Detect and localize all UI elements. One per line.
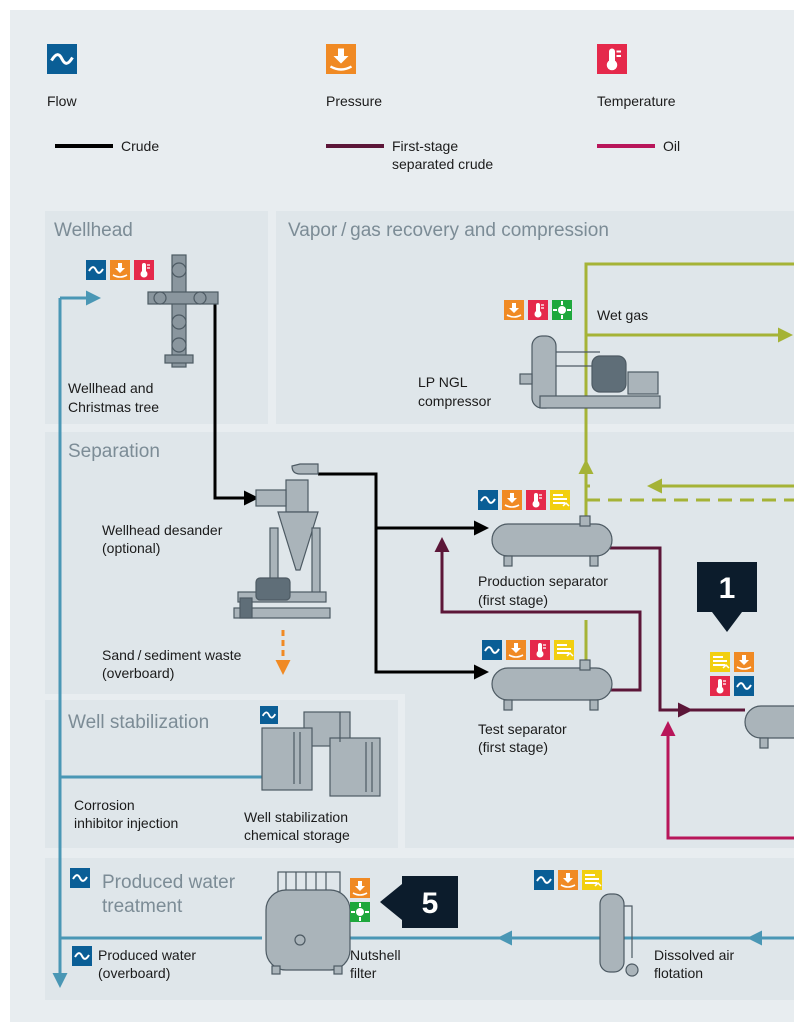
section-title-well-stabilization: Well stabilization <box>68 712 209 733</box>
legend-oil: Oil <box>663 138 680 154</box>
pressure-arrow-icon <box>326 44 356 74</box>
label-test-sep-2: (first stage) <box>478 739 548 755</box>
svg-text:5: 5 <box>422 887 439 920</box>
legend-first-stage-2: separated crude <box>392 156 493 172</box>
daf-icons <box>534 870 602 890</box>
label-pw-overboard-1: Produced water <box>98 947 196 963</box>
label-daf-2: flotation <box>654 965 703 981</box>
christmas-tree <box>147 254 219 368</box>
wellhead-desander <box>233 463 331 619</box>
legend-temperature: Temperature <box>597 93 676 109</box>
label-lp-ngl-2: compressor <box>418 393 491 409</box>
label-nutshell-2: filter <box>350 965 377 981</box>
section-separation <box>45 432 794 694</box>
test-separator <box>491 659 613 711</box>
section-title-vapor: Vapor / gas recovery and compression <box>288 220 609 241</box>
legend-crude: Crude <box>121 138 159 154</box>
label-desander-2: (optional) <box>102 540 160 556</box>
legend-pressure: Pressure <box>326 93 382 109</box>
label-nutshell-1: Nutshell <box>350 947 401 963</box>
section-title-separation: Separation <box>68 441 160 462</box>
section-title-produced-water-2: treatment <box>102 896 183 917</box>
label-lp-ngl-1: LP NGL <box>418 374 468 390</box>
crude-lines <box>213 300 489 680</box>
legend-flow: Flow <box>47 93 77 109</box>
compressor-icons <box>504 300 572 320</box>
label-storage-2: chemical storage <box>244 827 350 843</box>
second-stage-separator <box>744 705 794 749</box>
svg-text:1: 1 <box>719 572 736 605</box>
label-wellhead-1: Wellhead and <box>68 380 153 396</box>
label-storage-1: Well stabilization <box>244 809 348 825</box>
label-test-sep-1: Test separator <box>478 721 567 737</box>
section-separation-lower <box>405 694 794 848</box>
legend-first-stage-1: First-stage <box>392 138 458 154</box>
label-wellhead-2: Christmas tree <box>68 399 159 415</box>
flow-wave-icon <box>47 44 77 74</box>
lp-ngl-compressor <box>519 335 661 409</box>
label-wet-gas: Wet gas <box>597 307 648 323</box>
wellhead-icons <box>86 260 154 280</box>
thermometer-icon <box>597 44 627 74</box>
label-desander-1: Wellhead desander <box>102 522 223 538</box>
dissolved-air-flotation <box>599 893 639 977</box>
chemical-storage-tanks <box>261 711 381 797</box>
label-sand-2: (overboard) <box>102 665 174 681</box>
flow-wave-icon <box>260 706 278 724</box>
oil-lines <box>660 721 794 840</box>
label-prod-sep-2: (first stage) <box>478 592 548 608</box>
label-pw-overboard-2: (overboard) <box>98 965 170 981</box>
label-prod-sep-1: Production separator <box>478 573 608 589</box>
section-title-produced-water-1: Produced water <box>102 872 236 893</box>
badge-5: 5 <box>380 876 458 928</box>
label-corrosion-2: inhibitor injection <box>74 815 178 831</box>
produced-water-flow-icon <box>72 946 92 966</box>
label-daf-1: Dissolved air <box>654 947 734 963</box>
flow-wave-icon <box>70 868 90 888</box>
badge-1: 1 <box>697 562 757 632</box>
label-corrosion-1: Corrosion <box>74 797 135 813</box>
section-title-wellhead: Wellhead <box>54 220 133 241</box>
nutshell-filter <box>265 871 351 975</box>
first-stage-lines <box>434 537 745 718</box>
label-sand-1: Sand / sediment waste <box>102 647 242 663</box>
section-wellhead <box>45 211 268 424</box>
production-separator <box>491 515 613 567</box>
water-lines <box>52 290 794 988</box>
